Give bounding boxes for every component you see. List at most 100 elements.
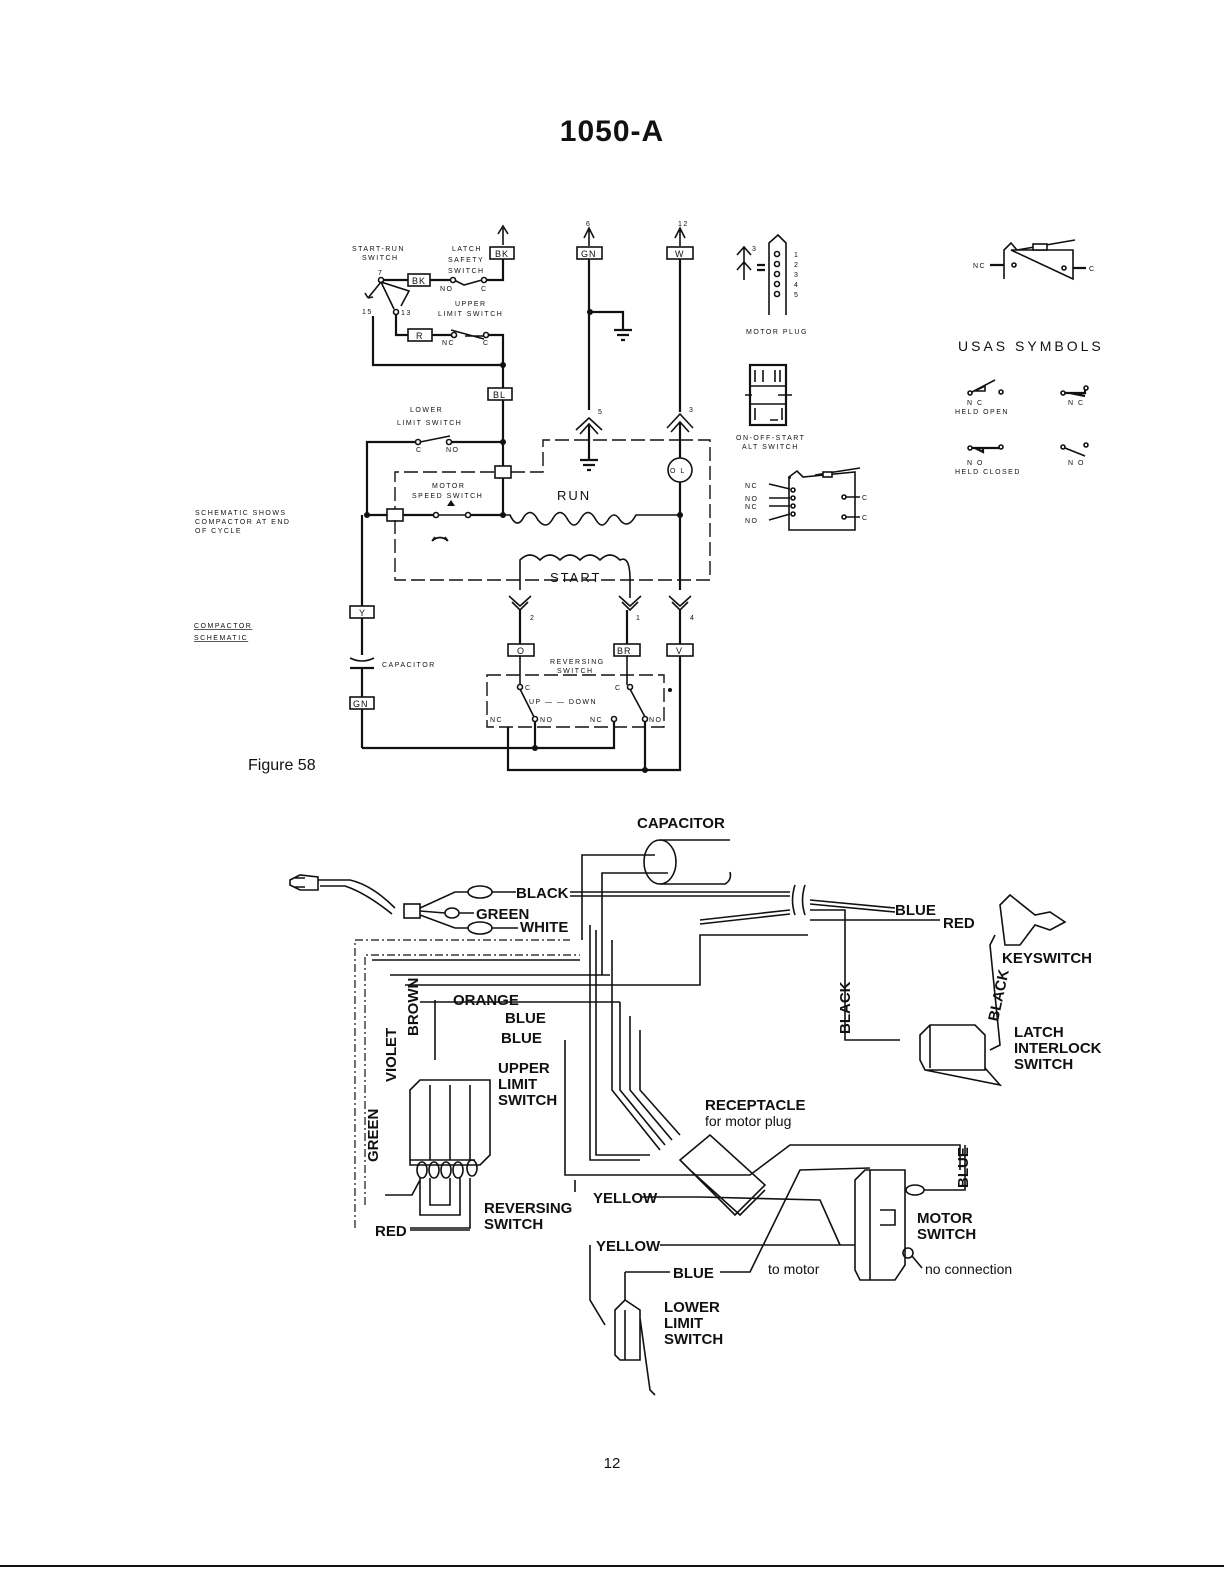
rev-blade-left [519, 688, 535, 718]
rev-nc-right-label: NC [590, 717, 603, 724]
run-winding-coil [503, 511, 680, 526]
capacitor-label: CAPACITOR [382, 662, 436, 669]
motor-plug-label: MOTOR PLUG [746, 329, 808, 336]
speed-arrow-icon [447, 500, 455, 506]
wire-label-yellow-1: YELLOW [593, 1190, 658, 1207]
power-plug-icon [289, 874, 319, 891]
wire-label-brown: BROWN [405, 978, 422, 1036]
speed-switch-block [386, 508, 404, 522]
schematic-note-3: OF CYCLE [195, 528, 242, 535]
cord-conductors [419, 891, 470, 929]
wire-label-red-key: RED [943, 915, 975, 932]
mech-link-dashed [511, 439, 680, 473]
usas-symbol-no: N O [1060, 442, 1089, 467]
lower-limit-blade [419, 435, 451, 443]
dual-term-c2 [841, 514, 847, 520]
wire-ground [590, 310, 625, 330]
terminal [1060, 444, 1066, 450]
wire-label-violet: VIOLET [383, 1028, 400, 1082]
upper-nc-terminal [450, 331, 458, 339]
receptacle-icon [678, 1133, 767, 1217]
blade [1064, 447, 1086, 457]
wire-bundle-receptacle [611, 940, 681, 1151]
upper-limit-label-1: UPPER [498, 1060, 550, 1077]
lower-limit-label-2: LIMIT SWITCH [397, 420, 462, 427]
motor-switch-label-1: MOTOR [917, 1210, 973, 1227]
wire-black-keyswitch [989, 934, 1001, 1051]
wire-black-main [570, 891, 790, 897]
plug-pin-num-3: 3 [794, 272, 799, 279]
bk-arrow-icon [497, 224, 509, 235]
cord-leads [459, 891, 518, 929]
dual-term-2 [790, 495, 796, 501]
plug-pin-3 [773, 270, 781, 278]
rev-nc-left-label: NC [490, 717, 503, 724]
keyswitch-label: KEYSWITCH [1002, 950, 1092, 967]
dual-label-c2: C [862, 515, 869, 522]
usas-label: N C [1068, 400, 1085, 407]
usas-label: N C [967, 400, 984, 407]
upper-nc-label: NC [442, 340, 455, 347]
microswitch-nc-label: NC [973, 263, 986, 270]
wire-blue-lower-to-motor [720, 1167, 871, 1273]
white-connector [467, 921, 493, 935]
wire-label-orange: ORANGE [453, 992, 519, 1009]
plug-connector-4-icon [668, 595, 692, 612]
srs-pin-7: 7 [378, 270, 383, 277]
marker-dot [668, 688, 672, 692]
tag-gn-text: GN [581, 249, 597, 259]
latch-no-terminal [449, 276, 457, 284]
lower-limit-label-3: SWITCH [664, 1331, 723, 1348]
lower-limit-label-2: LIMIT [664, 1315, 703, 1332]
gn-pin: 6 [586, 221, 591, 228]
microswitch-c-term [1061, 265, 1067, 271]
capacitor-can [643, 839, 677, 885]
plug-pin-1 [773, 250, 781, 258]
usas-title: USAS SYMBOLS [958, 338, 1104, 354]
lower-limit-switch-icon [614, 1298, 656, 1396]
start-winding-label: START [550, 570, 601, 585]
blade [1065, 390, 1087, 398]
upper-limit-label-3: SWITCH [498, 1092, 557, 1109]
microswitch-leads [990, 263, 1086, 270]
capacitor-plate-curved [349, 657, 375, 662]
connector-arrow-icon [736, 245, 752, 280]
wire-label-green-v: GREEN [365, 1109, 382, 1162]
tag-bk-top-text: BK [495, 249, 509, 259]
junction-dot [532, 745, 538, 751]
connector-pin-label: 3 [752, 246, 757, 253]
speed-contact-1 [432, 511, 440, 519]
blade [971, 379, 996, 393]
motor-plug-body [768, 233, 787, 315]
tag-o [507, 643, 535, 657]
receptacle-sub-label: for motor plug [705, 1113, 791, 1129]
latch-safety-label-2: SAFETY [448, 257, 484, 264]
wire-label-blue-motor: BLUE [955, 1147, 972, 1188]
wire-lower-c [365, 440, 416, 515]
upper-limit-label-2: LIMIT [498, 1076, 537, 1093]
reversing-label-1: REVERSING [484, 1200, 572, 1217]
latch-safety-label-3: SWITCH [448, 268, 485, 275]
upper-c-terminal [482, 331, 490, 339]
upper-limit-label-1: UPPER [455, 301, 487, 308]
microswitch-button [1032, 243, 1048, 251]
w-arrow-icon [674, 226, 686, 246]
lower-no-terminal [445, 438, 453, 446]
green-ground-ring [444, 907, 460, 919]
no-connection-label: no connection [925, 1261, 1012, 1277]
dual-term-4 [790, 511, 796, 517]
rev-nc-right [610, 715, 618, 723]
junction-dot [500, 362, 506, 368]
tag-y-text: Y [359, 608, 366, 618]
motor-speed-label-2: SPEED SWITCH [412, 493, 483, 500]
switch-terminal-4 [452, 1161, 464, 1179]
wire-label-black-left: BLACK [837, 981, 854, 1034]
equals-sign [757, 263, 765, 272]
receptacle-label: RECEPTACLE [705, 1097, 806, 1114]
on-off-switch-detail [745, 370, 792, 421]
dual-label-nc1: NC [745, 483, 758, 490]
upper-limit-switch-block [409, 1079, 491, 1166]
cord-strain-relief [403, 903, 421, 919]
motor-switch-terminal-nc [902, 1247, 914, 1259]
reversing-label-2: SWITCH [484, 1216, 543, 1233]
